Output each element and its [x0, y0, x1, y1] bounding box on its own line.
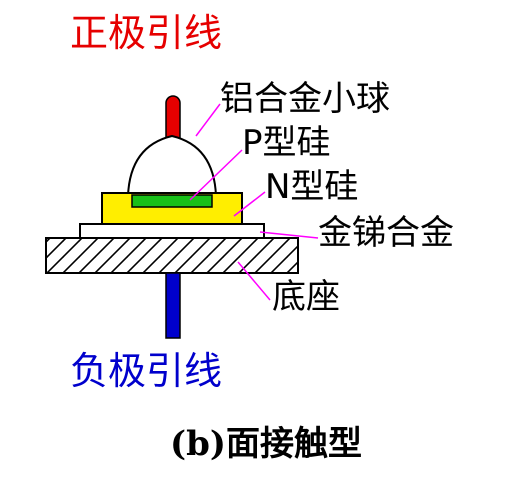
n-silicon-label: N型硅 — [265, 167, 359, 207]
leader-line-gold-antimony — [259, 231, 319, 239]
leader-line-base — [237, 261, 271, 301]
aluminum-alloy-ball — [126, 134, 218, 197]
gold-antimony-label: 金锑合金 — [318, 213, 454, 253]
p-silicon-layer — [131, 194, 213, 208]
base-label: 底座 — [272, 277, 340, 317]
negative-lead-label: 负极引线 — [70, 349, 223, 393]
leader-line-aluminum — [195, 103, 221, 137]
leader-line-n-silicon — [233, 191, 266, 217]
base-plate — [45, 237, 299, 274]
negative-lead-rod — [165, 272, 181, 339]
positive-lead-label: 正极引线 — [70, 11, 223, 55]
gold-antimony-layer — [79, 223, 265, 239]
aluminum-ball-label: 铝合金小球 — [220, 79, 390, 119]
figure-caption: (b)面接触型 — [170, 424, 362, 464]
leader-line-p-silicon — [189, 149, 243, 201]
p-silicon-label: P型硅 — [242, 123, 331, 163]
